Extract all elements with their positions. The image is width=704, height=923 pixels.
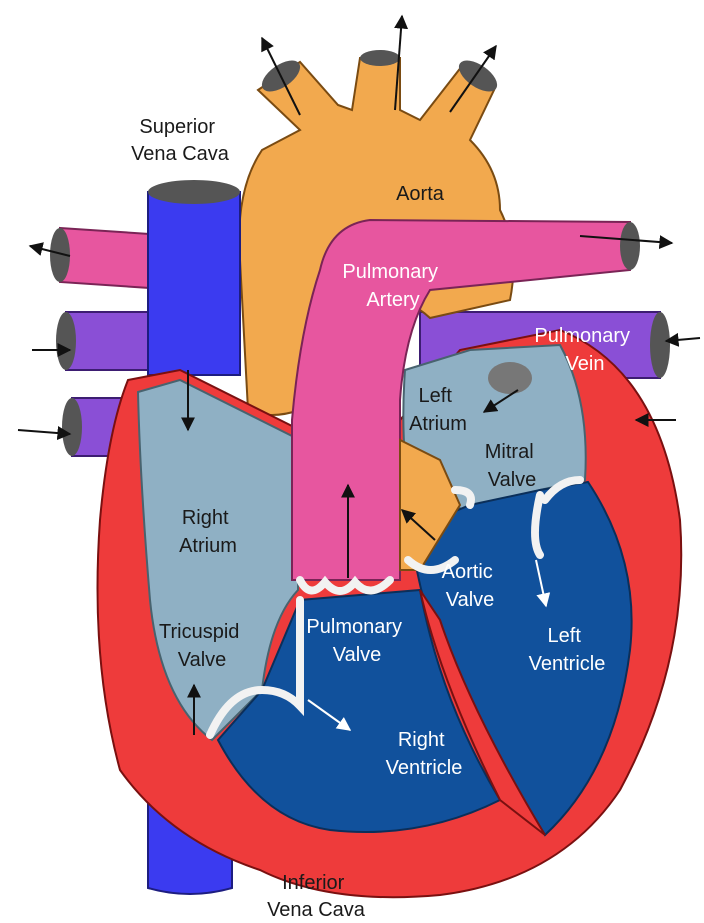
label-superior-vena-cava: Superior Vena Cava <box>131 116 230 165</box>
label-aorta: Aorta <box>396 183 445 205</box>
superior-vena-cava <box>148 192 240 375</box>
